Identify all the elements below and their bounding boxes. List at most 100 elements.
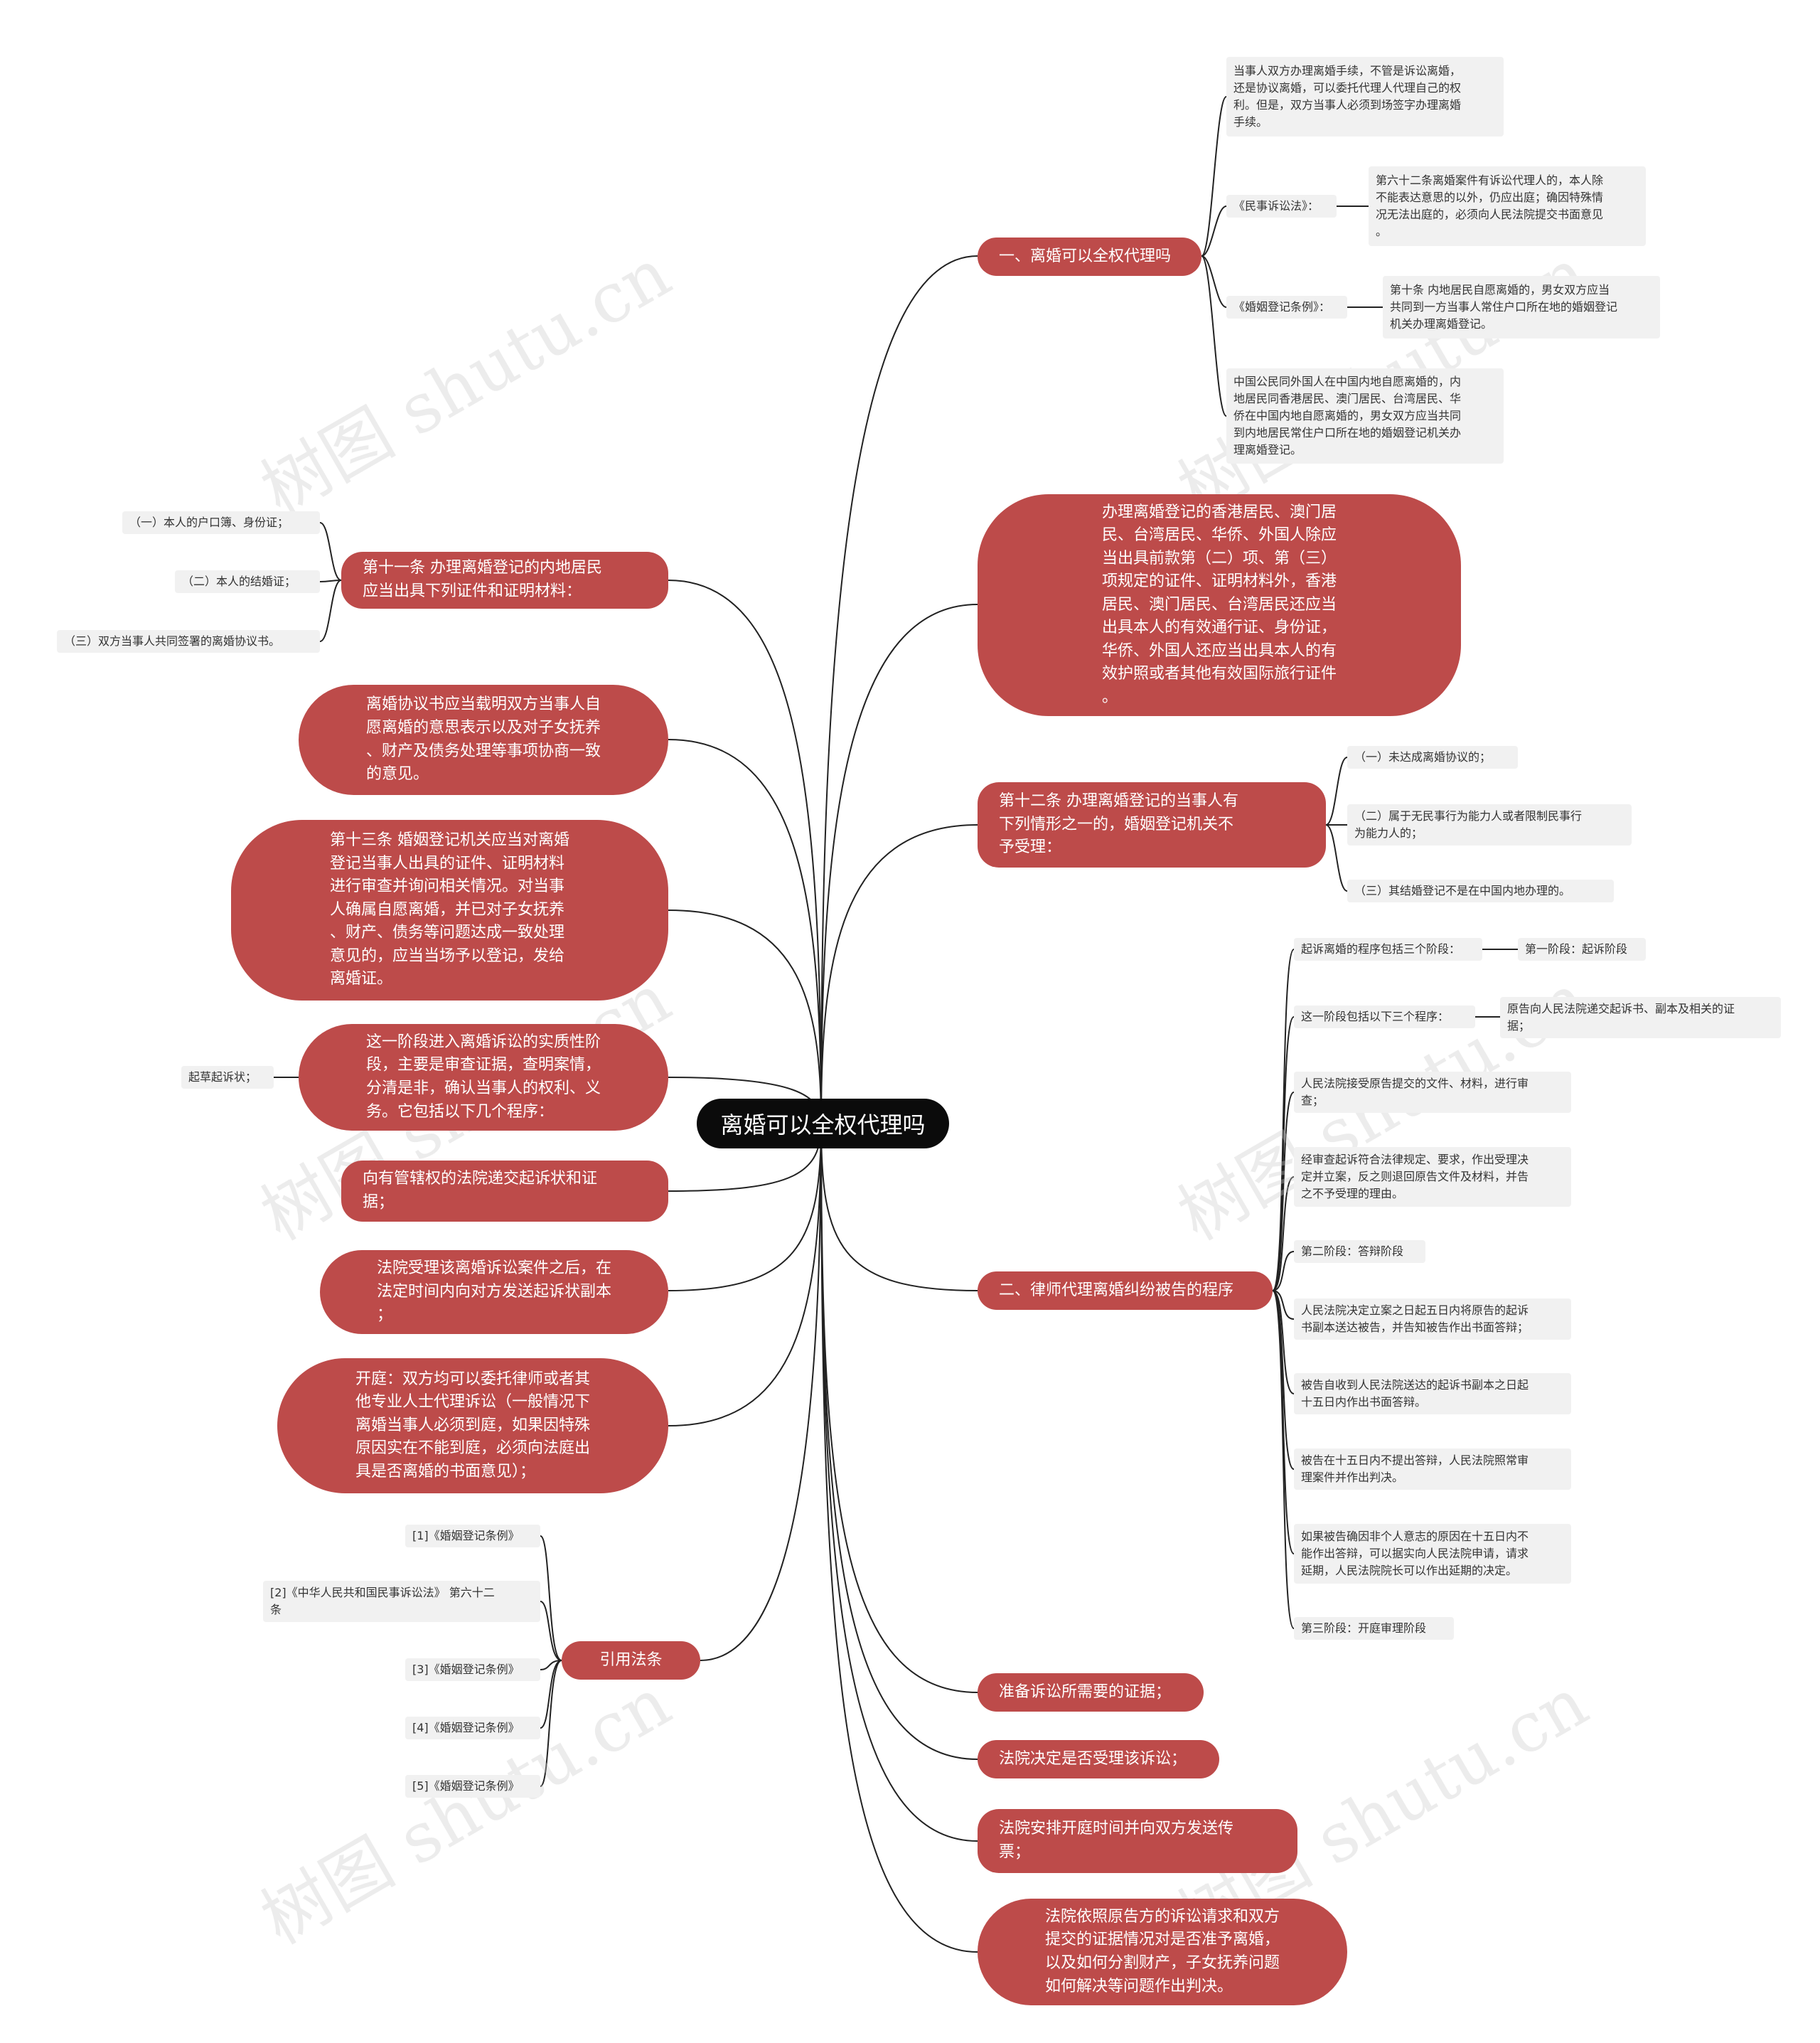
leaf-text: （二）本人的结婚证；: [182, 575, 296, 588]
leaf-text: 被告自收到人民法院送达的起诉书副本之日起 十五日内作出书面答辩。: [1301, 1378, 1529, 1409]
leaf-b4-10[interactable]: 第三阶段：开庭审理阶段: [1294, 1617, 1454, 1640]
leaf-b4-2[interactable]: 这一阶段包括以下三个程序：: [1294, 1006, 1475, 1028]
leaf-b3-1[interactable]: （一）未达成离婚协议的；: [1347, 746, 1518, 769]
leaf-text: 第三阶段：开庭审理阶段: [1301, 1621, 1427, 1635]
leaf-text: （三）双方当事人共同签署的离婚协议书。: [64, 634, 281, 648]
leaf-text: [1]《婚姻登记条例》: [412, 1529, 520, 1542]
leaf-b3-3[interactable]: （三）其结婚登记不是在中国内地办理的。: [1347, 880, 1614, 902]
leaf-b4-7[interactable]: 被告自收到人民法院送达的起诉书副本之日起 十五日内作出书面答辩。: [1294, 1373, 1571, 1414]
leaf-text: （一）未达成离婚协议的；: [1354, 750, 1492, 764]
edge-root-b6: [820, 1123, 978, 1760]
leaf-text: 人民法院接受原告提交的文件、材料，进行审 查；: [1301, 1077, 1529, 1107]
branch-a7[interactable]: 开庭：双方均可以委托律师或者其 他专业人士代理诉讼（一般情况下 离婚当事人必须到…: [277, 1358, 668, 1493]
branch-b4-label: 二、律师代理离婚纠纷被告的程序: [999, 1281, 1234, 1299]
leaf-text: 这一阶段包括以下三个程序：: [1301, 1010, 1450, 1023]
branch-a5-label: 向有管辖权的法院递交起诉状和证 据；: [363, 1170, 598, 1211]
branch-b5[interactable]: 准备诉讼所需要的证据；: [978, 1673, 1204, 1712]
branch-a3-label: 第十三条 婚姻登记机关应当对离婚 登记当事人出具的证件、证明材料 进行审查并询问…: [330, 831, 569, 988]
edge-root-b3: [820, 824, 978, 1124]
branch-a2-label: 离婚协议书应当载明双方当事人自 愿离婚的意思表示以及对子女抚养 、财产及债务处理…: [365, 695, 601, 784]
leaf-a8-1[interactable]: [1]《婚姻登记条例》: [405, 1525, 540, 1547]
branch-a1-label: 第十一条 办理离婚登记的内地居民 应当出具下列证件和证明材料：: [363, 559, 602, 600]
branch-a8[interactable]: 引用法条: [562, 1641, 700, 1680]
branch-b6-label: 法院决定是否受理该诉讼；: [999, 1749, 1187, 1768]
branch-a4[interactable]: 这一阶段进入离婚诉讼的实质性阶 段，主要是审查证据，查明案情， 分清是非，确认当…: [299, 1024, 668, 1131]
leaf-text: （三）其结婚登记不是在中国内地办理的。: [1354, 884, 1571, 897]
leaf-text: （一）本人的户口簿、身份证；: [129, 516, 289, 529]
branch-a6[interactable]: 法院受理该离婚诉讼案件之后，在 法定时间内向对方发送起诉状副本 ；: [320, 1250, 668, 1334]
leaf-text: 当事人双方办理离婚手续，不管是诉讼离婚， 还是协议离婚，可以委托代理人代理自己的…: [1233, 64, 1462, 129]
branch-a2[interactable]: 离婚协议书应当载明双方当事人自 愿离婚的意思表示以及对子女抚养 、财产及债务处理…: [299, 685, 668, 795]
leaf-text: 《民事诉讼法》：: [1233, 199, 1320, 213]
leaf-text: 如果被告确因非个人意志的原因在十五日内不 能作出答辩，可以据实向人民法院申请，请…: [1301, 1530, 1529, 1577]
root-node[interactable]: 离婚可以全权代理吗: [697, 1099, 949, 1148]
leaf-b1-3-child[interactable]: 第十条 内地居民自愿离婚的，男女双方应当 共同到一方当事人常住户口所在地的婚姻登…: [1383, 276, 1660, 338]
leaf-b4-6[interactable]: 人民法院决定立案之日起五日内将原告的起诉 书副本送达被告，并告知被告作出书面答辩…: [1294, 1298, 1571, 1340]
leaf-a8-2[interactable]: [2]《中华人民共和国民事诉讼法》 第六十二 条: [263, 1581, 540, 1622]
leaf-a8-5[interactable]: [5]《婚姻登记条例》: [405, 1775, 540, 1798]
leaf-b1-2[interactable]: 《民事诉讼法》：: [1226, 195, 1337, 218]
leaf-text: 《婚姻登记条例》：: [1233, 300, 1331, 314]
leaf-a1-3[interactable]: （三）双方当事人共同签署的离婚协议书。: [57, 630, 320, 653]
branch-a5[interactable]: 向有管辖权的法院递交起诉状和证 据；: [341, 1161, 668, 1222]
edge-root-b7: [820, 1123, 978, 1842]
leaf-b4-4[interactable]: 经审查起诉符合法律规定、要求，作出受理决 定并立案，反之则退回原告文件及材料，并…: [1294, 1147, 1571, 1207]
branch-b7[interactable]: 法院安排开庭时间并向双方发送传 票；: [978, 1809, 1297, 1873]
leaf-b4-2-child[interactable]: 原告向人民法院递交起诉书、副本及相关的证 据；: [1500, 997, 1781, 1038]
branch-b1[interactable]: 一、离婚可以全权代理吗: [978, 238, 1201, 276]
leaf-text: （二）属于无民事行为能力人或者限制民事行 为能力人的；: [1354, 809, 1583, 840]
leaf-text: 中国公民同外国人在中国内地自愿离婚的，内 地居民同香港居民、澳门居民、台湾居民、…: [1233, 375, 1462, 457]
branch-b2[interactable]: 办理离婚登记的香港居民、澳门居 民、台湾居民、华侨、外国人除应 当出具前款第（二…: [978, 494, 1461, 716]
leaf-b3-2[interactable]: （二）属于无民事行为能力人或者限制民事行 为能力人的；: [1347, 804, 1632, 846]
edge-root-a3: [668, 910, 822, 1124]
leaf-text: [2]《中华人民共和国民事诉讼法》 第六十二 条: [270, 1586, 495, 1616]
branch-b7-label: 法院安排开庭时间并向双方发送传 票；: [999, 1820, 1234, 1861]
leaf-b4-8[interactable]: 被告在十五日内不提出答辩，人民法院照常审 理案件并作出判决。: [1294, 1449, 1571, 1490]
edge-root-a1: [668, 580, 822, 1124]
leaf-text: 起草起诉状；: [188, 1070, 257, 1084]
branch-a7-label: 开庭：双方均可以委托律师或者其 他专业人士代理诉讼（一般情况下 离婚当事人必须到…: [355, 1370, 590, 1481]
branch-b6[interactable]: 法院决定是否受理该诉讼；: [978, 1740, 1219, 1778]
leaf-b4-1-child[interactable]: 第一阶段：起诉阶段: [1518, 938, 1646, 961]
leaf-a8-3[interactable]: [3]《婚姻登记条例》: [405, 1658, 540, 1681]
edge-root-a8: [700, 1123, 822, 1661]
branch-b8[interactable]: 法院依照原告方的诉讼请求和双方 提交的证据情况对是否准予离婚， 以及如何分割财产…: [978, 1899, 1347, 2005]
leaf-text: [3]《婚姻登记条例》: [412, 1663, 520, 1676]
edge-root-a7: [668, 1123, 822, 1426]
leaf-b1-2-child[interactable]: 第六十二条离婚案件有诉讼代理人的，本人除 不能表达意思的以外，仍应出庭；确因特殊…: [1369, 166, 1646, 246]
leaf-b4-9[interactable]: 如果被告确因非个人意志的原因在十五日内不 能作出答辩，可以据实向人民法院申请，请…: [1294, 1524, 1571, 1584]
edge-root-b4: [820, 1123, 978, 1291]
edge-root-a6: [668, 1123, 822, 1291]
branch-b4[interactable]: 二、律师代理离婚纠纷被告的程序: [978, 1271, 1273, 1310]
branch-a4-label: 这一阶段进入离婚诉讼的实质性阶 段，主要是审查证据，查明案情， 分清是非，确认当…: [365, 1033, 601, 1121]
leaf-b1-4[interactable]: 中国公民同外国人在中国内地自愿离婚的，内 地居民同香港居民、澳门居民、台湾居民、…: [1226, 368, 1504, 464]
leaf-b1-3[interactable]: 《婚姻登记条例》：: [1226, 296, 1347, 319]
branch-a8-label: 引用法条: [599, 1650, 663, 1669]
leaf-text: 第二阶段：答辩阶段: [1301, 1244, 1404, 1258]
edge-root-b5: [820, 1123, 978, 1693]
leaf-text: [4]《婚姻登记条例》: [412, 1721, 520, 1734]
edge-root-b8: [820, 1123, 978, 1953]
leaf-a1-2[interactable]: （二）本人的结婚证；: [175, 570, 320, 593]
leaf-a4-1[interactable]: 起草起诉状；: [181, 1066, 274, 1089]
leaf-b4-3[interactable]: 人民法院接受原告提交的文件、材料，进行审 查；: [1294, 1072, 1571, 1113]
branch-a6-label: 法院受理该离婚诉讼案件之后，在 法定时间内向对方发送起诉状副本 ；: [376, 1259, 611, 1324]
leaf-text: 第十条 内地居民自愿离婚的，男女双方应当 共同到一方当事人常住户口所在地的婚姻登…: [1390, 283, 1618, 331]
branch-b2-label: 办理离婚登记的香港居民、澳门居 民、台湾居民、华侨、外国人除应 当出具前款第（二…: [1101, 503, 1337, 706]
leaf-text: 第六十二条离婚案件有诉讼代理人的，本人除 不能表达意思的以外，仍应出庭；确因特殊…: [1376, 174, 1604, 238]
branch-b5-label: 准备诉讼所需要的证据；: [999, 1682, 1172, 1701]
leaf-text: 第一阶段：起诉阶段: [1525, 942, 1628, 956]
branch-b3[interactable]: 第十二条 办理离婚登记的当事人有 下列情形之一的，婚姻登记机关不 予受理：: [978, 782, 1326, 868]
leaf-text: 人民法院决定立案之日起五日内将原告的起诉 书副本送达被告，并告知被告作出书面答辩…: [1301, 1303, 1529, 1334]
leaf-a8-4[interactable]: [4]《婚姻登记条例》: [405, 1717, 540, 1739]
leaf-text: 被告在十五日内不提出答辩，人民法院照常审 理案件并作出判决。: [1301, 1453, 1529, 1484]
leaf-text: 起诉离婚的程序包括三个阶段：: [1301, 942, 1461, 956]
branch-a3[interactable]: 第十三条 婚姻登记机关应当对离婚 登记当事人出具的证件、证明材料 进行审查并询问…: [231, 820, 668, 1001]
edge-root-b1: [820, 255, 978, 1124]
branch-a1[interactable]: 第十一条 办理离婚登记的内地居民 应当出具下列证件和证明材料：: [341, 552, 668, 609]
leaf-a1-1[interactable]: （一）本人的户口簿、身份证；: [122, 511, 320, 534]
leaf-text: [5]《婚姻登记条例》: [412, 1779, 520, 1793]
leaf-b4-1[interactable]: 起诉离婚的程序包括三个阶段：: [1294, 938, 1482, 961]
leaf-b1-1[interactable]: 当事人双方办理离婚手续，不管是诉讼离婚， 还是协议离婚，可以委托代理人代理自己的…: [1226, 57, 1504, 137]
leaf-b4-5[interactable]: 第二阶段：答辩阶段: [1294, 1240, 1425, 1263]
